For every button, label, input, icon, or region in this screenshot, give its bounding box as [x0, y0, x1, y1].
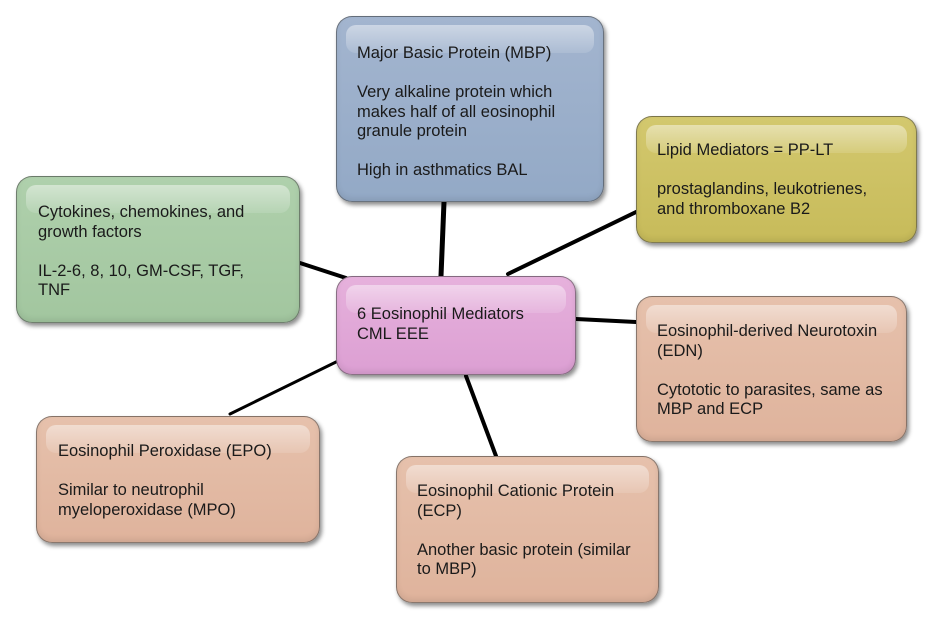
node-body: Very alkaline protein which makes half o…	[357, 83, 556, 140]
connector-center-ecp	[464, 374, 498, 458]
center-mnemonic-line: CML EEE	[357, 324, 429, 343]
node-lipid-mediators[interactable]: Lipid Mediators = PP-LT prostaglandins, …	[636, 116, 917, 243]
node-body: Similar to neutrophil myeloperoxidase (M…	[58, 481, 236, 519]
node-body: High in asthmatics BAL	[357, 161, 528, 179]
node-body: prostaglandins, leukotrienes, and thromb…	[657, 180, 868, 218]
node-center-eosinophil-mediators[interactable]: 6 Eosinophil Mediators CML EEE	[336, 276, 576, 375]
node-title: Eosinophil Peroxidase (EPO)	[58, 442, 272, 460]
node-title: Cytokines, chemokines, and growth factor…	[38, 203, 245, 241]
node-eosinophil-peroxidase[interactable]: Eosinophil Peroxidase (EPO) Similar to n…	[36, 416, 320, 543]
node-eosinophil-derived-neurotoxin[interactable]: Eosinophil-derived Neurotoxin (EDN) Cyto…	[636, 296, 907, 442]
node-title: Eosinophil-derived Neurotoxin (EDN)	[657, 322, 878, 360]
connector-center-edn	[574, 317, 638, 324]
node-title: Lipid Mediators = PP-LT	[657, 141, 834, 159]
node-body: IL-2-6, 8, 10, GM-CSF, TGF, TNF	[38, 261, 245, 300]
center-title-line: 6 Eosinophil Mediators	[357, 305, 524, 323]
node-body: Cytototic to parasites, same as MBP and …	[657, 380, 883, 419]
node-major-basic-protein[interactable]: Major Basic Protein (MBP) Very alkaline …	[336, 16, 604, 202]
node-title: Eosinophil Cationic Protein (ECP)	[417, 482, 615, 520]
node-eosinophil-cationic-protein[interactable]: Eosinophil Cationic Protein (ECP) Anothe…	[396, 456, 659, 603]
node-cytokines[interactable]: Cytokines, chemokines, and growth factor…	[16, 176, 300, 323]
node-title: Major Basic Protein (MBP)	[357, 44, 552, 62]
connector-center-mbp	[438, 199, 447, 279]
connector-center-cyto	[298, 261, 348, 280]
connector-center-epo	[228, 360, 338, 416]
connector-center-lipid	[506, 210, 638, 276]
node-body: Another basic protein (similar to MBP)	[417, 540, 631, 579]
